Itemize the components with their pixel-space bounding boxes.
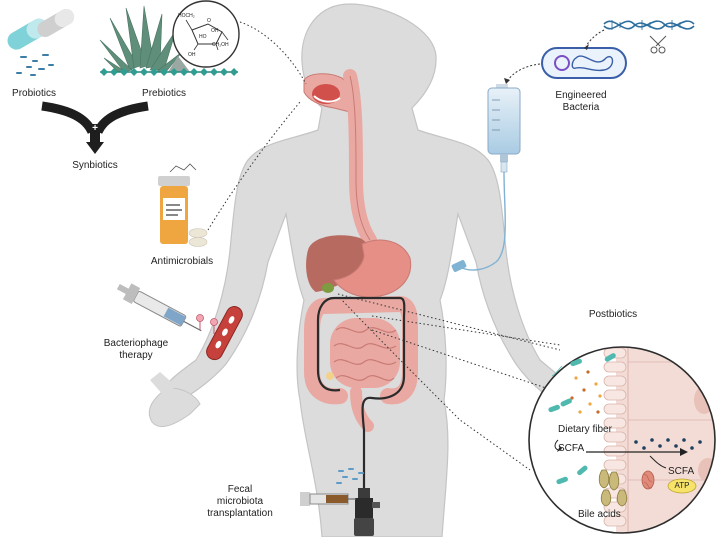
molecule-label-ho: HO bbox=[199, 34, 207, 40]
postbiotics-zoom-circle bbox=[528, 346, 716, 534]
syringe-icon bbox=[116, 283, 202, 332]
molecule-label-hoch2: HOCH₂ bbox=[178, 13, 195, 19]
dietary-fiber-label: Dietary fiber bbox=[558, 424, 612, 435]
scfa-lumen-label: SCFA bbox=[558, 443, 585, 454]
antimicrobials-label: Antimicrobials bbox=[150, 256, 214, 267]
appendix bbox=[326, 372, 334, 380]
postbiotics-label: Postbiotics bbox=[588, 309, 638, 320]
probiotic-capsules-icon bbox=[7, 9, 75, 76]
endoscope-handle-icon bbox=[354, 488, 380, 536]
fmt-syringe-icon bbox=[300, 492, 356, 506]
stomach bbox=[333, 239, 412, 298]
probiotics-label: Probiotics bbox=[12, 88, 56, 99]
synbiotics-merge-arrow: + bbox=[41, 101, 149, 154]
iv-bag-icon bbox=[487, 84, 521, 173]
small-intestine bbox=[330, 318, 400, 388]
fmt-sample-bacteria-icon bbox=[336, 468, 364, 484]
fructose-molecule-icon: HOCH₂ O HO OH OH CH₂OH bbox=[172, 0, 240, 68]
connector-lines bbox=[207, 21, 561, 471]
prebiotics-label: Prebiotics bbox=[142, 88, 186, 99]
fiber-to-scfa-arrow bbox=[554, 439, 559, 451]
scfa-cell-label: SCFA bbox=[668, 466, 695, 477]
synbiotics-label: Synbiotics bbox=[72, 160, 118, 171]
fmt-label-line3: transplantation bbox=[207, 508, 273, 519]
iv-catheter-icon bbox=[451, 260, 467, 272]
bacteriophage-label-line1: Bacteriophage bbox=[103, 338, 169, 349]
dna-scissors-icon bbox=[603, 20, 695, 54]
engineered-bacteria-label-line2: Bacteria bbox=[562, 102, 600, 113]
scfa-uptake-arrow bbox=[649, 455, 667, 469]
dna-to-bacterium-arrow bbox=[585, 29, 605, 47]
scfa-dots bbox=[634, 438, 702, 450]
engineered-bacterium-icon bbox=[541, 47, 627, 79]
molecule-label-oh1: OH bbox=[211, 28, 219, 34]
inulin-chain-icon bbox=[100, 68, 238, 76]
bile-acid-droplets-icon bbox=[598, 469, 628, 507]
molecule-label-oh2: OH bbox=[188, 52, 196, 58]
fmt-label-line1: Fecal bbox=[227, 484, 253, 495]
atp-badge bbox=[667, 478, 697, 494]
blood-vessel-icon bbox=[206, 306, 243, 361]
bile-acids-label: Bile acids bbox=[578, 509, 621, 520]
lumen-bacteria-icon bbox=[548, 353, 616, 485]
bacteriophage-icon bbox=[196, 314, 218, 334]
bacteriophage-label-line2: therapy bbox=[119, 350, 153, 361]
molecule-label-ch2oh: CH₂OH bbox=[212, 42, 229, 48]
fmt-tube bbox=[334, 296, 406, 490]
bacterium-to-iv-arrow bbox=[507, 63, 541, 81]
engineered-bacteria-label-line1: Engineered bbox=[555, 90, 607, 101]
molecule-label-o: O bbox=[207, 18, 211, 24]
liver bbox=[306, 235, 371, 292]
iv-line bbox=[461, 171, 506, 271]
fmt-label-line2: microbiota bbox=[216, 496, 264, 507]
plus-sign: + bbox=[92, 123, 98, 134]
mitochondrion-icon bbox=[641, 470, 655, 490]
mouth-pharynx bbox=[303, 73, 353, 113]
metabolite-dots bbox=[570, 370, 602, 414]
atp-label: ATP bbox=[674, 481, 690, 490]
gallbladder bbox=[322, 283, 334, 293]
pill-bottle-icon bbox=[158, 163, 208, 247]
